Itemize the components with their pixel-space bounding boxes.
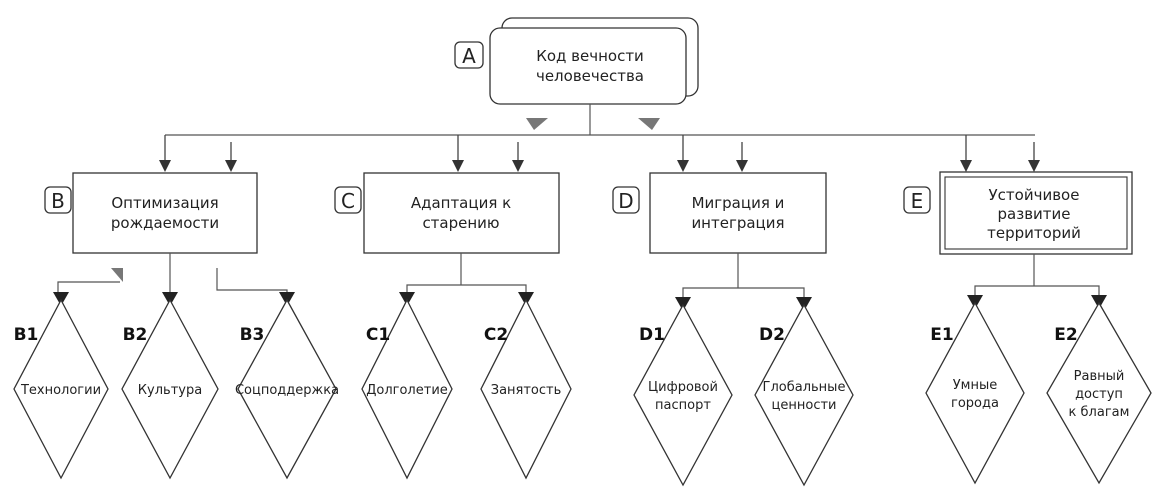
- leaf-label-line: Соцподдержка: [235, 383, 339, 398]
- leaf-id: B3: [240, 325, 265, 345]
- category-arrows: [159, 135, 1040, 172]
- category-C: Адаптация к старению C: [334, 172, 560, 254]
- category-B-line2: рождаемости: [111, 214, 219, 232]
- down-arrow-icon: [452, 135, 464, 172]
- category-B: Оптимизация рождаемости B: [44, 172, 258, 254]
- leaf-diamond: [237, 298, 337, 480]
- down-arrow-icon: [512, 142, 524, 172]
- down-arrow-icon: [960, 135, 972, 172]
- leaf-nodes: B1ТехнологииB2КультураB3СоцподдержкаC1До…: [13, 298, 1152, 487]
- leaf-label-line: Цифровой: [648, 380, 718, 395]
- leaf-label-line: ценности: [772, 398, 837, 413]
- leaf-label-line: Умные: [953, 378, 998, 393]
- pointer-b-icon: [111, 268, 123, 282]
- category-C-line2: старению: [422, 214, 499, 232]
- root-title-line1: Код вечности: [536, 47, 644, 65]
- category-D-line1: Миграция и: [692, 194, 785, 212]
- leaf-id: C2: [484, 325, 508, 345]
- leaf-diamond: [1046, 301, 1152, 485]
- leaf-label-line: Занятость: [491, 383, 562, 398]
- pointer-right-icon: [638, 118, 660, 130]
- leaf-diamond: [121, 298, 219, 480]
- root-title-line2: человечества: [536, 67, 644, 85]
- leaf-label-line: доступ: [1075, 387, 1123, 402]
- category-E-line3: территорий: [987, 224, 1081, 242]
- down-arrow-icon: [159, 135, 171, 172]
- category-E-line2: развитие: [998, 205, 1071, 223]
- leaf-id: B1: [14, 325, 39, 345]
- leaf-diamond: [361, 298, 453, 480]
- leaf-label-line: к благам: [1069, 405, 1130, 420]
- leaf-label-line: паспорт: [655, 398, 711, 413]
- down-arrow-icon: [225, 142, 237, 172]
- category-C-badge: C: [341, 189, 355, 213]
- leaf-arrows: [53, 292, 1107, 311]
- root-badge: A: [454, 41, 484, 69]
- category-D-line2: интеграция: [691, 214, 784, 232]
- category-E-line1: Устойчивое: [989, 186, 1080, 204]
- leaf-id: B2: [123, 325, 148, 345]
- leaf-label-line: Культура: [138, 383, 202, 398]
- leaf-diamond: [633, 303, 733, 487]
- root-node: Код вечности человечества: [489, 17, 699, 105]
- leaf-id: C1: [366, 325, 390, 345]
- leaf-diamond: [925, 301, 1025, 485]
- leaf-id: E1: [930, 325, 953, 345]
- category-B-badge: B: [51, 189, 65, 213]
- category-D-badge: D: [618, 189, 633, 213]
- svg-text:A: A: [462, 44, 476, 68]
- category-D: Миграция и интеграция D: [612, 172, 827, 254]
- leaf-label-line: Глобальные: [763, 380, 846, 395]
- down-arrow-icon: [736, 142, 748, 172]
- leaf-label-line: Технологии: [20, 383, 101, 398]
- leaf-diamond: [480, 298, 572, 480]
- leaf-label-line: Долголетие: [366, 383, 448, 398]
- leaf-id: D1: [639, 325, 665, 345]
- leaf-label-line: города: [951, 396, 999, 411]
- down-arrow-icon: [677, 135, 689, 172]
- category-C-line1: Адаптация к: [411, 194, 511, 212]
- leaf-diamond: [13, 298, 109, 480]
- category-E-badge: E: [911, 189, 924, 213]
- leaf-connectors: [57, 253, 1100, 302]
- leaf-id: E2: [1054, 325, 1077, 345]
- category-E: Устойчивое развитие территорий E: [903, 171, 1133, 255]
- root-connectors: [165, 104, 1035, 136]
- category-B-line1: Оптимизация: [111, 194, 218, 212]
- leaf-label-line: Равный: [1074, 369, 1125, 384]
- leaf-id: D2: [759, 325, 785, 345]
- pointer-left-icon: [526, 118, 548, 130]
- leaf-diamond: [754, 303, 854, 487]
- down-arrow-icon: [1028, 142, 1040, 172]
